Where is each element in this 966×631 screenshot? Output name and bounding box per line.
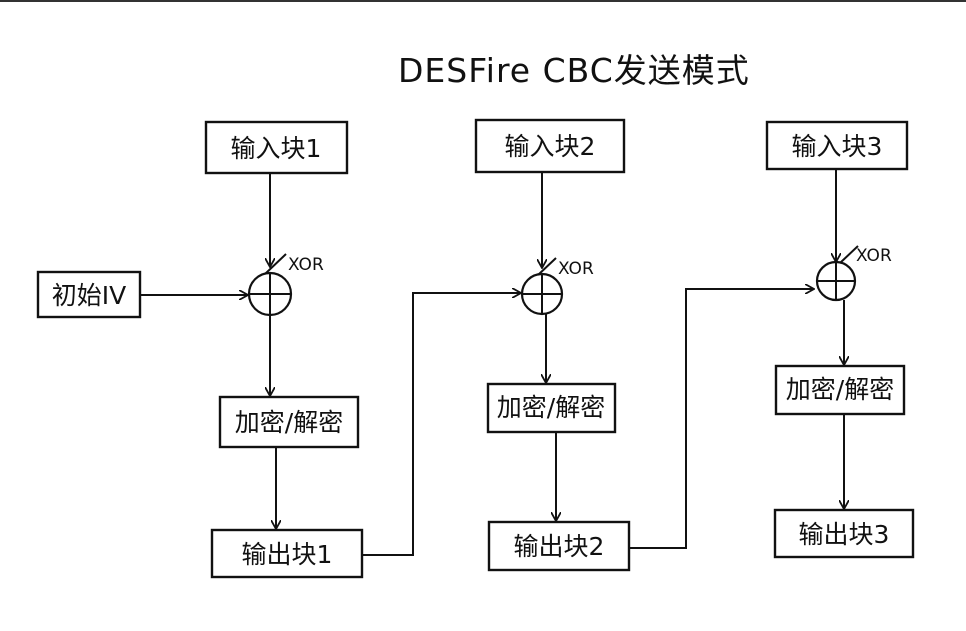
input-block-1-box	[204, 120, 349, 175]
xor-operator-3	[815, 260, 857, 302]
xor-3-pointer	[839, 245, 859, 264]
output-block-1-label: 输出块1	[242, 540, 333, 569]
xor-2-pointer	[537, 257, 557, 276]
cipher-block-1-box	[218, 395, 360, 449]
xor-2-label: XOR	[558, 259, 594, 279]
initial-iv-label: 初始IV	[52, 281, 126, 310]
xor-1-pointer	[264, 253, 287, 275]
cipher-block-2-label: 加密/解密	[497, 393, 605, 422]
input-block-3-label: 输入块3	[792, 132, 883, 161]
output-block-3-box	[773, 508, 915, 559]
xor-1-label: XOR	[288, 255, 324, 275]
output-block-1-box	[210, 528, 364, 579]
input-block-1-label: 输入块1	[231, 134, 322, 163]
cipher-block-1-label: 加密/解密	[235, 408, 343, 437]
cipher-block-2-box	[486, 382, 617, 434]
cipher-block-3-box	[774, 364, 906, 416]
arrow-output-1-to-xor-2	[362, 293, 520, 556]
diagram-title: DESFire CBC发送模式	[398, 51, 750, 90]
column-2: 输入块2 XOR 加密/解密 输出块2	[474, 118, 631, 572]
cipher-block-3-label: 加密/解密	[786, 375, 894, 404]
output-block-2-box	[487, 520, 631, 572]
output-block-3-label: 输出块3	[799, 520, 890, 549]
xor-operator-2	[520, 272, 564, 316]
arrow-output-2-to-xor-3	[629, 289, 813, 549]
input-block-2-box	[474, 118, 626, 174]
input-block-2-label: 输入块2	[505, 132, 596, 161]
column-3: 输入块3 XOR 加密/解密 输出块3	[765, 120, 915, 559]
column-1: 输入块1 XOR 加密/解密 输出块1	[204, 120, 364, 579]
xor-operator-1	[247, 271, 293, 317]
xor-3-label: XOR	[856, 246, 892, 266]
output-block-2-label: 输出块2	[514, 532, 605, 561]
